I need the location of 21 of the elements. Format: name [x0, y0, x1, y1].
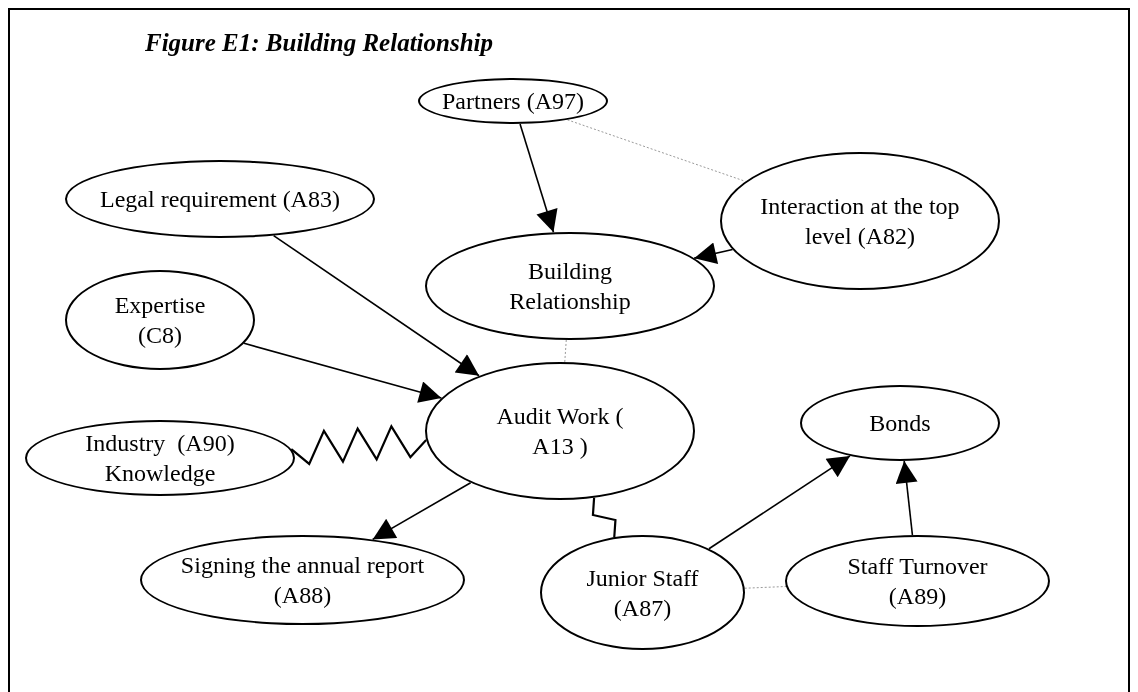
arrow — [895, 460, 918, 536]
figure-title: Figure E1: Building Relationship — [145, 28, 493, 58]
zigzag-connector — [591, 497, 617, 538]
node-label: Audit Work ( A13 ) — [495, 402, 625, 461]
arrow — [708, 455, 851, 550]
dotted-connector — [567, 119, 746, 182]
node-label: Expertise (C8) — [113, 291, 207, 350]
node-label: Staff Turnover (A89) — [846, 552, 989, 611]
node-label: Partners (A97) — [442, 87, 584, 116]
node-label: Interaction at the top level (A82) — [759, 192, 961, 251]
node-label: Bonds — [869, 409, 931, 438]
node-label: Industry (A90) Knowledge — [84, 429, 236, 488]
node-label: Legal requirement (A83) — [100, 185, 340, 214]
node-label: Signing the annual report (A88) — [179, 551, 426, 610]
node-label: Junior Staff (A87) — [585, 563, 700, 623]
arrow — [519, 123, 558, 234]
arrow — [243, 342, 443, 403]
node-label: Building Relationship — [508, 257, 632, 316]
arrow — [693, 242, 734, 265]
dotted-connector — [564, 339, 567, 363]
arrow — [371, 481, 472, 541]
